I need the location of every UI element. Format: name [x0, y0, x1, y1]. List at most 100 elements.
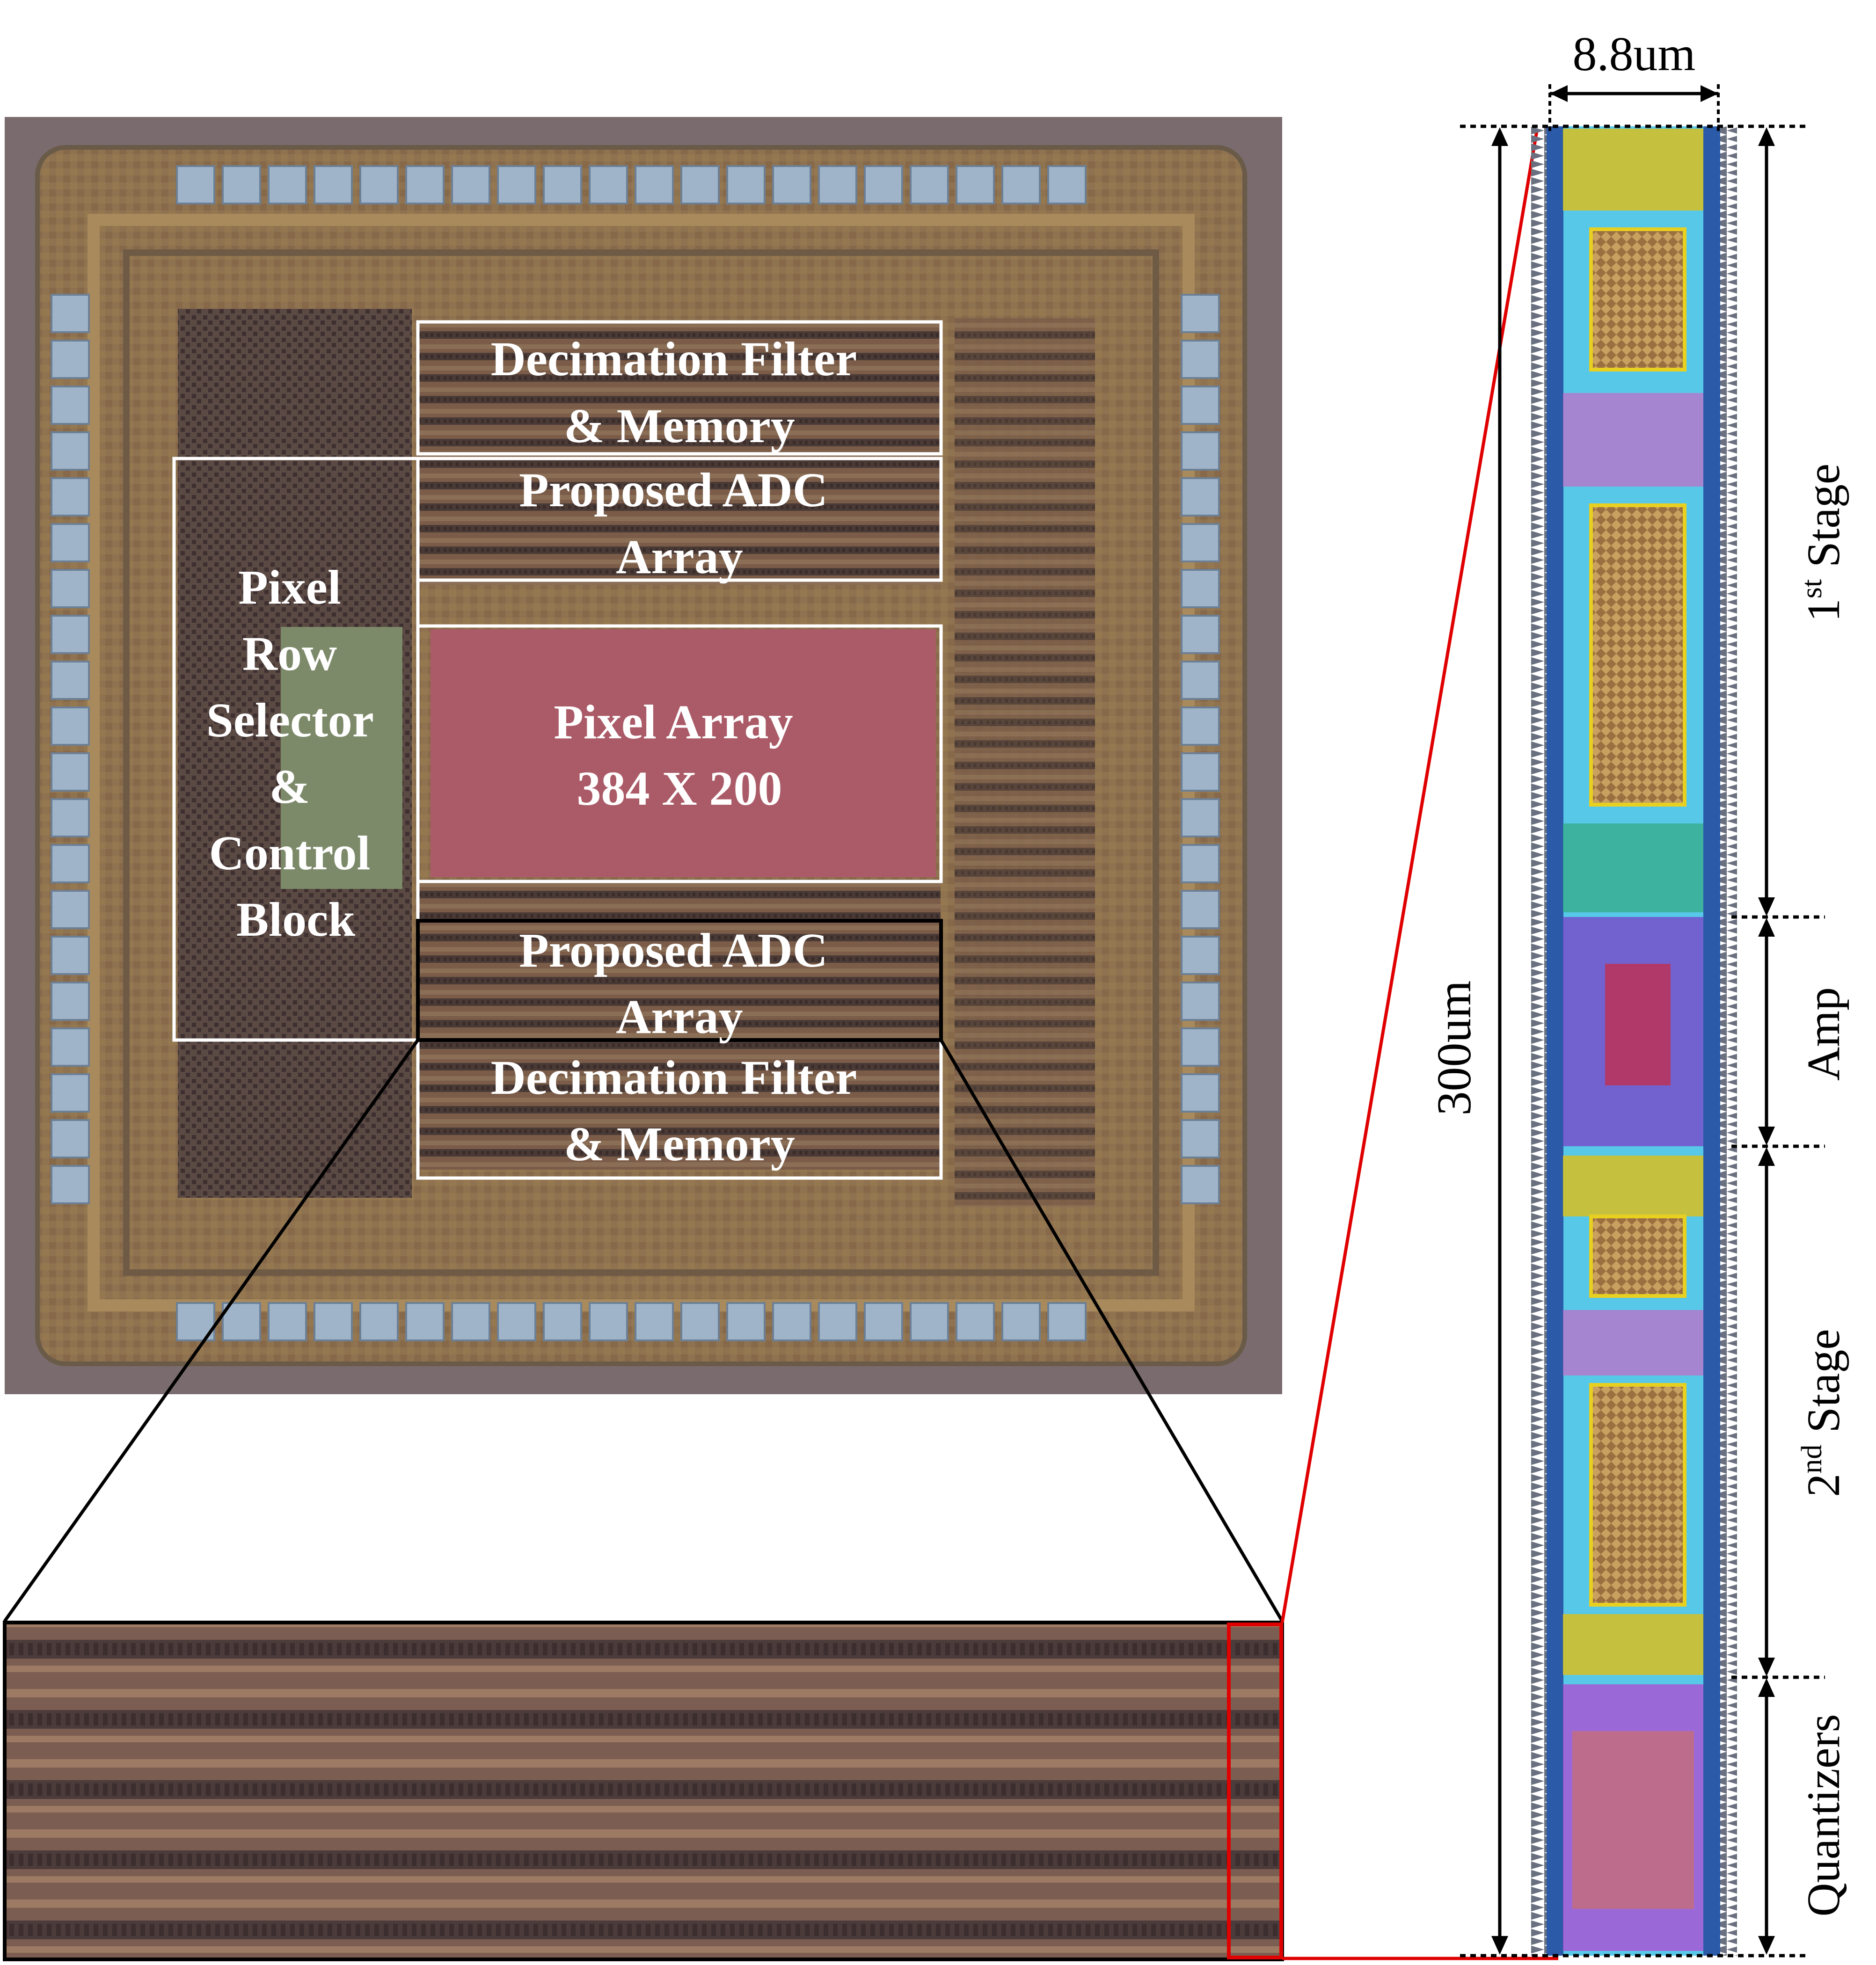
column-highlight	[1227, 1623, 1283, 1959]
bond-pad	[176, 165, 215, 204]
bond-pad	[1181, 890, 1220, 929]
bond-pad	[51, 798, 90, 837]
bond-pad	[51, 1027, 90, 1067]
bond-pad	[51, 890, 90, 929]
bond-pad	[268, 165, 307, 204]
inner-ring	[123, 249, 1159, 1276]
stage1-cap-a	[1589, 227, 1686, 371]
bond-pad	[1181, 386, 1220, 425]
bond-pad	[451, 1302, 490, 1341]
bond-pad	[359, 1302, 399, 1341]
bond-pads-right	[1181, 294, 1220, 1204]
height-label: 300um	[1427, 981, 1481, 1116]
pixel-array-region	[431, 629, 936, 877]
stage2-logic-mid	[1563, 1310, 1703, 1376]
decimation-top-frame	[416, 320, 943, 456]
bond-pad	[635, 165, 674, 204]
bond-pad	[1181, 615, 1220, 654]
pixel-array-label: Pixel Array 384 X 200	[554, 695, 805, 815]
bond-pad	[451, 165, 490, 204]
bond-pad	[51, 1073, 90, 1113]
bond-pad	[51, 569, 90, 608]
bond-pad	[1181, 661, 1220, 700]
bond-pad	[51, 1119, 90, 1158]
width-arrow-left	[1550, 85, 1568, 102]
bond-pad	[1181, 523, 1220, 562]
bond-pad	[51, 706, 90, 746]
row-selector-frame	[172, 457, 420, 1042]
bond-pad	[635, 1302, 674, 1341]
bond-pad	[51, 752, 90, 792]
amp-arrow-top	[1758, 918, 1775, 937]
bond-pad	[680, 1302, 720, 1341]
amp-arrow-bottom	[1758, 1127, 1775, 1145]
decimation-top-label: Decimation Filter & Memory	[491, 332, 869, 453]
bond-pad	[1047, 165, 1087, 204]
bond-pad	[1001, 165, 1041, 204]
bottom-circuit-area	[416, 880, 941, 1170]
bond-pad	[405, 165, 445, 204]
bond-pad	[51, 523, 90, 562]
bond-pad	[956, 1302, 995, 1341]
row-selector-label: Pixel Row Selector & Control Block	[206, 560, 385, 946]
bond-pad	[1181, 752, 1220, 792]
bond-pad	[1181, 569, 1220, 608]
stage2-cap-b	[1589, 1383, 1686, 1607]
bond-pad	[51, 982, 90, 1021]
bond-pad	[1181, 936, 1220, 975]
bond-pads-top	[176, 165, 1087, 204]
bond-pad	[589, 1302, 628, 1341]
bond-pad	[864, 165, 903, 204]
column-guide-top	[1280, 128, 1539, 1623]
quantizer-logic	[1572, 1731, 1694, 1909]
right-logic-block	[955, 318, 1095, 1207]
adc-top-label: Proposed ADC Array	[519, 463, 840, 584]
bond-pad	[1181, 1073, 1220, 1113]
bond-pad	[497, 1302, 536, 1341]
bond-pad	[405, 1302, 445, 1341]
layout-rail-right	[1703, 126, 1720, 1956]
bond-pad	[1181, 477, 1220, 517]
stage2-arrow-bottom	[1758, 1658, 1775, 1676]
bond-pad	[910, 165, 949, 204]
stage2-label: 2nd Stage	[1796, 1329, 1849, 1497]
stage2-arrow-top	[1758, 1147, 1775, 1166]
stage1-logic-top	[1563, 129, 1703, 211]
bond-pad	[1181, 1165, 1220, 1204]
zoom-inset	[3, 128, 1558, 1961]
bond-pad	[726, 165, 766, 204]
bond-pad	[51, 386, 90, 425]
bond-pad	[543, 1302, 582, 1341]
adc-column-layout: 8.8um 300um 1st Stage Amp 2nd Stage	[1427, 27, 1849, 1958]
bond-pad	[589, 165, 628, 204]
zoom-guide-right	[939, 1039, 1284, 1622]
die-photo: Decimation Filter & Memory Proposed ADC …	[5, 117, 1282, 1394]
pixel-array-sheen	[431, 629, 936, 877]
bond-pad	[1181, 1119, 1220, 1158]
bond-pad	[222, 165, 261, 204]
bond-pad	[910, 1302, 949, 1341]
bond-pad	[268, 1302, 307, 1341]
width-arrow-right	[1701, 85, 1718, 102]
stage2-logic-bottom	[1563, 1614, 1703, 1675]
width-label: 8.8um	[1573, 27, 1696, 81]
bond-pad	[1181, 798, 1220, 837]
bond-pad	[51, 477, 90, 517]
bond-pad	[314, 1302, 353, 1341]
bond-pad	[680, 165, 720, 204]
layout-rail-left	[1547, 126, 1563, 1956]
bond-pad	[864, 1302, 903, 1341]
bond-pad	[818, 165, 857, 204]
bond-pad	[51, 661, 90, 700]
bond-pad	[222, 1302, 261, 1341]
bond-pad	[51, 294, 90, 333]
bond-pad	[1047, 1302, 1087, 1341]
height-arrow-top	[1491, 127, 1508, 146]
decimation-bottom-label: Decimation Filter & Memory	[491, 1051, 869, 1171]
bond-pad	[543, 165, 582, 204]
bond-pads-left	[51, 294, 90, 1204]
bond-pad	[51, 1165, 90, 1204]
stage1-logic-bottom	[1563, 823, 1703, 912]
bond-pad	[1181, 844, 1220, 883]
